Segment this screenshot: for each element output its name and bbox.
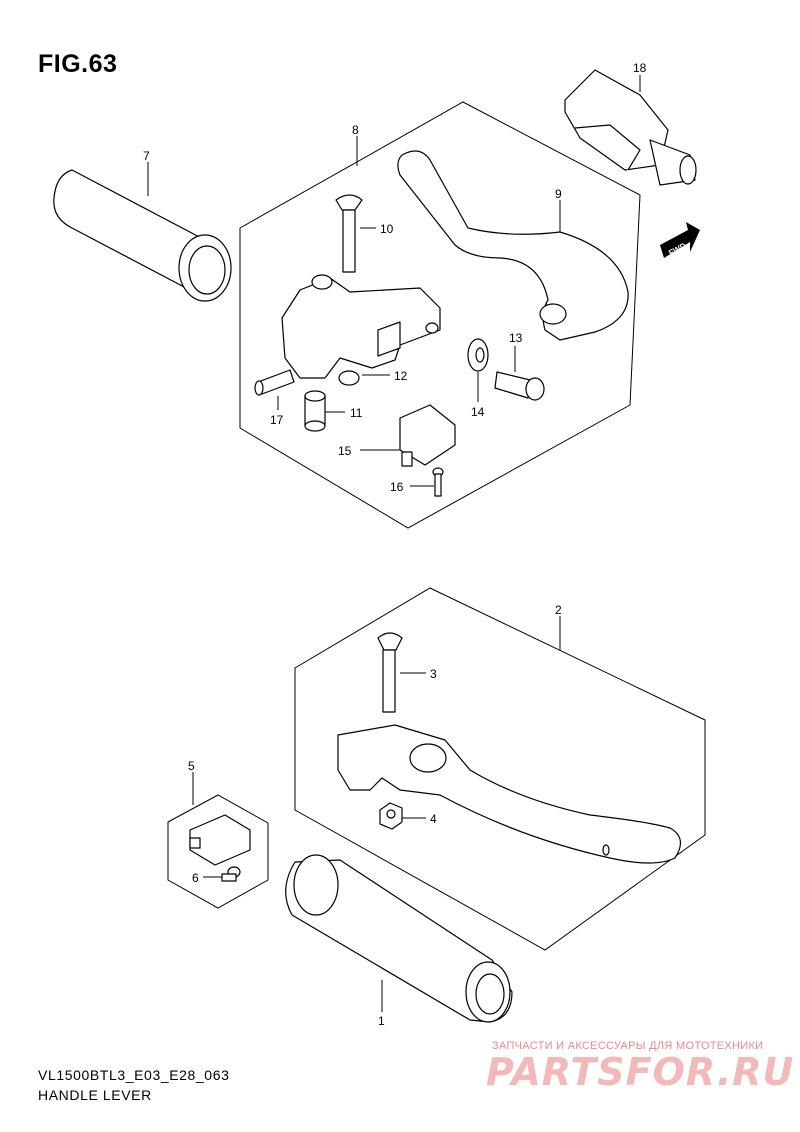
- brake-nut: [379, 802, 403, 830]
- figure-name-caption: HANDLE LEVER: [38, 1087, 152, 1103]
- lever-cover: [564, 69, 697, 186]
- part-label-5: 5: [188, 759, 195, 773]
- part-label-8: 8: [352, 123, 359, 137]
- bushing: [304, 390, 326, 432]
- lever-bracket: [281, 274, 441, 379]
- forward-direction-arrow: FWD: [660, 222, 700, 258]
- group-frame-5: [167, 794, 269, 909]
- pivot-bolt: [335, 194, 363, 273]
- part-number-labels: 1 2 3 4 5 6 7 8 9 10 11 12 13 14 15 16 1…: [143, 61, 647, 1028]
- bracket-bolt: [254, 369, 295, 396]
- part-label-9: 9: [555, 187, 562, 201]
- part-label-3: 3: [430, 667, 437, 681]
- part-label-14: 14: [471, 405, 485, 419]
- part-label-17: 17: [270, 413, 284, 427]
- figure-title: FIG.63: [38, 50, 118, 78]
- part-label-4: 4: [430, 812, 437, 826]
- part-label-2: 2: [555, 603, 562, 617]
- watermark-logo: PARTSFOR.RU: [486, 1050, 795, 1094]
- part-label-7: 7: [143, 149, 150, 163]
- pivot-nut: [338, 370, 360, 386]
- clutch-switch: [399, 404, 456, 467]
- part-label-18: 18: [633, 61, 647, 75]
- part-label-10: 10: [380, 222, 394, 236]
- part-label-12: 12: [394, 369, 408, 383]
- cable-adjuster: [494, 371, 545, 401]
- throttle-grip: [285, 854, 513, 1023]
- part-label-15: 15: [338, 444, 352, 458]
- brake-pivot-bolt: [377, 632, 403, 713]
- group-frame-8: [239, 101, 641, 529]
- brake-lever: [337, 724, 681, 864]
- switch-screw: [432, 467, 444, 497]
- part-label-11: 11: [350, 406, 363, 420]
- brake-switch: [189, 814, 251, 866]
- part-label-1: 1: [378, 1014, 385, 1028]
- part-label-13: 13: [509, 331, 523, 345]
- part-label-6: 6: [192, 871, 199, 885]
- washer: [467, 338, 489, 372]
- leader-lines: [147, 75, 641, 1012]
- grip-left: [53, 169, 232, 302]
- watermark-tagline: ЗАПЧАСТИ И АКСЕССУАРЫ ДЛЯ МОТОТЕХНИКИ: [492, 1040, 764, 1052]
- clutch-lever: [397, 150, 629, 341]
- brake-switch-screw: [221, 866, 241, 882]
- group-frame-2: [294, 587, 706, 951]
- model-code-caption: VL1500BTL3_E03_E28_063: [38, 1067, 230, 1083]
- part-label-16: 16: [390, 480, 404, 494]
